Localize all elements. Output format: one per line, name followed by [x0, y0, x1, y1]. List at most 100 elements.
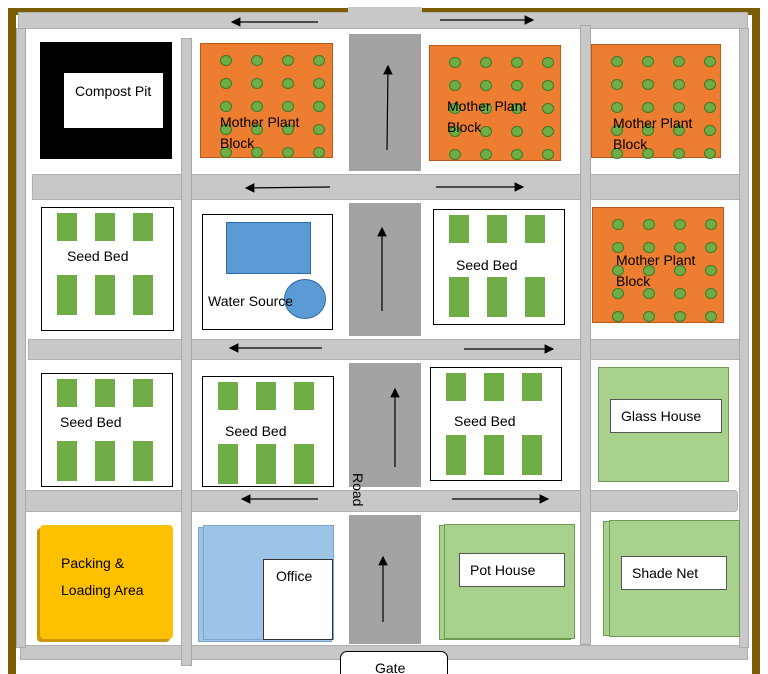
plant-dot [282, 147, 294, 158]
seed-bed-label-5: Seed Bed [454, 413, 516, 429]
seed-bed-strip [57, 441, 77, 481]
seed-bed-strip [525, 215, 545, 243]
seed-bed-strip [294, 444, 314, 484]
mother-plant-label-2: Mother Plant Block [447, 98, 527, 135]
plant-dot [449, 149, 461, 160]
plant-dot [313, 124, 325, 135]
seed-bed-strip [57, 213, 77, 241]
office-building [263, 559, 333, 640]
plant-dot [511, 80, 523, 91]
plant-dot [705, 219, 717, 230]
plant-dot [704, 148, 716, 159]
plant-dot [673, 56, 685, 67]
plant-dot [705, 288, 717, 299]
left-edge-path [16, 28, 26, 648]
plant-dot [705, 242, 717, 253]
seed-bed-strip [446, 435, 466, 475]
plant-dot [251, 101, 263, 112]
seed-bed-strip [57, 379, 77, 407]
plant-dot [511, 126, 523, 137]
plant-dot [705, 311, 717, 322]
shade-net-label: Shade Net [621, 556, 727, 590]
seed-bed-strip [446, 373, 466, 401]
plant-dot [511, 57, 523, 68]
plant-dot [643, 265, 655, 276]
plant-dot [611, 79, 623, 90]
central-road-3 [349, 363, 421, 487]
gate-label: Gate [375, 660, 406, 674]
plant-dot [642, 79, 654, 90]
plant-dot [542, 80, 554, 91]
seed-bed-strip [294, 382, 314, 410]
gate [340, 651, 448, 674]
seed-bed-label-4: Seed Bed [225, 423, 287, 439]
plant-dot [480, 149, 492, 160]
plant-dot [643, 288, 655, 299]
seed-bed-label-1: Seed Bed [67, 248, 129, 264]
plant-dot [704, 102, 716, 113]
compost-pit-label-box [64, 73, 163, 128]
plant-dot [642, 102, 654, 113]
plant-dot [674, 311, 686, 322]
plant-dot [642, 125, 654, 136]
plant-dot [704, 56, 716, 67]
seed-bed-label-2: Seed Bed [456, 257, 518, 273]
seed-bed-strip [57, 275, 77, 315]
right-path [580, 25, 591, 645]
mother-plant-label-1: Mother Plant Block [220, 114, 300, 151]
seed-bed-label-3: Seed Bed [60, 414, 122, 430]
plant-dot [542, 57, 554, 68]
seed-bed-strip [133, 213, 153, 241]
plant-dot [674, 265, 686, 276]
plant-dot [611, 56, 623, 67]
plant-dot [449, 57, 461, 68]
arrow-up-icon [383, 64, 393, 151]
seed-bed-strip [449, 215, 469, 243]
plant-dot [612, 242, 624, 253]
plant-dot [612, 311, 624, 322]
right-edge-path [739, 28, 749, 648]
plant-dot [480, 57, 492, 68]
seed-bed-strip [95, 275, 115, 315]
seed-bed-strip [218, 382, 238, 410]
glass-house-label: Glass House [610, 399, 722, 433]
office-label: Office [276, 568, 313, 584]
plant-dot [673, 125, 685, 136]
plant-dot [313, 147, 325, 158]
mother-plant-label-4: Mother Plant Block [616, 252, 696, 289]
mother-plant-label-3: Mother Plant Block [613, 115, 693, 152]
plant-dot [611, 102, 623, 113]
plant-dot [704, 79, 716, 90]
plant-dot [511, 149, 523, 160]
plant-dot [220, 78, 232, 89]
plant-dot [542, 103, 554, 114]
packing-loading-label: Packing & Loading Area [61, 555, 144, 598]
plant-dot [313, 55, 325, 66]
plant-dot [542, 149, 554, 160]
plant-dot [480, 80, 492, 91]
plant-dot [251, 124, 263, 135]
plant-dot [313, 101, 325, 112]
water-tank [226, 222, 311, 274]
seed-bed-strip [487, 277, 507, 317]
seed-bed-strip [95, 213, 115, 241]
plant-dot [282, 55, 294, 66]
seed-bed-strip [133, 441, 153, 481]
central-road-1 [349, 34, 421, 171]
seed-bed-strip [522, 373, 542, 401]
plant-dot [643, 242, 655, 253]
plant-dot [642, 148, 654, 159]
seed-bed-strip [256, 382, 276, 410]
central-road-2 [349, 203, 421, 336]
pot-house-label: Pot House [459, 553, 565, 587]
seed-bed-strip [95, 441, 115, 481]
seed-bed-strip [525, 277, 545, 317]
seed-bed-strip [484, 373, 504, 401]
plant-dot [511, 103, 523, 114]
plant-dot [220, 124, 232, 135]
seed-bed-strip [522, 435, 542, 475]
plant-dot [251, 78, 263, 89]
seed-bed-strip [95, 379, 115, 407]
